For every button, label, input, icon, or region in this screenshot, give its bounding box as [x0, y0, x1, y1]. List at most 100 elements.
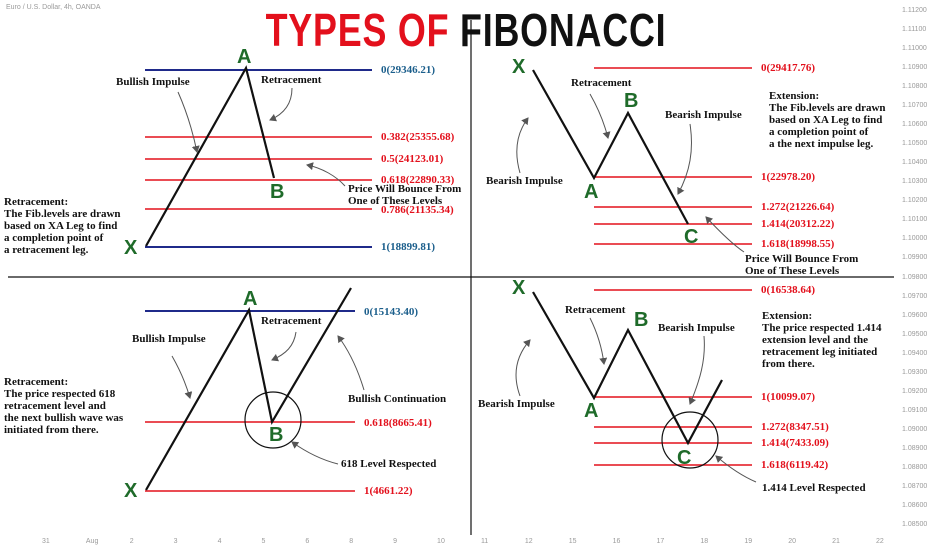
tl-arrow-retracement	[269, 87, 293, 122]
tr-label-impulse-left: Bearish Impulse	[486, 175, 563, 187]
tl-level-label-0618: 0.618(22890.33)	[381, 174, 455, 186]
br-arrow-impulse-right	[688, 335, 705, 405]
tr-point-x: X	[512, 56, 526, 78]
time-tick: 12	[524, 538, 533, 545]
bl-highlight-circle	[244, 391, 302, 449]
bl-point-a: A	[243, 288, 258, 310]
br-arrow-impulse-left	[515, 339, 531, 397]
tr-label-bounce: Price Will Bounce From One of These Leve…	[745, 253, 859, 277]
tr-level-label-1272: 1.272(21226.64)	[761, 201, 835, 213]
bl-label-respected: 618 Level Respected	[341, 458, 437, 470]
price-tick: 1.10800	[902, 83, 928, 91]
bl-label-continuation: Bullish Continuation	[348, 393, 447, 405]
price-tick: 1.09100	[902, 406, 928, 414]
br-level-label-1: 1(10099.07)	[761, 391, 816, 403]
tr-arrow-impulse-down	[677, 123, 692, 195]
br-label-impulse-left: Bearish Impulse	[478, 398, 555, 410]
br-label-respected: 1.414 Level Respected	[762, 482, 866, 494]
price-tick: 1.09000	[902, 425, 928, 433]
title-part2: FIBONACCI	[460, 4, 667, 56]
symbol-label: Euro / U.S. Dollar, 4h, OANDA	[6, 4, 101, 11]
price-tick: 1.09900	[902, 254, 928, 262]
tl-arrow-impulse	[177, 91, 200, 153]
time-tick: 8	[349, 538, 354, 545]
time-tick: 11	[480, 538, 489, 545]
price-tick: 1.09200	[902, 387, 928, 395]
time-tick: 16	[612, 538, 621, 545]
time-tick: 6	[305, 538, 310, 545]
tl-level-label-0382: 0.382(25355.68)	[381, 131, 455, 143]
time-tick: 19	[744, 538, 753, 545]
time-tick: 17	[656, 538, 665, 545]
price-tick: 1.09500	[902, 330, 928, 338]
tl-point-x: X	[124, 237, 138, 259]
price-tick: 1.08600	[902, 501, 928, 509]
tl-level-label-1: 1(18899.81)	[381, 241, 436, 253]
tl-label-bounce: Price Will Bounce From One of These Leve…	[348, 183, 462, 207]
br-level-label-0: 0(16538.64)	[761, 284, 816, 296]
tl-label-impulse: Bullish Impulse	[116, 76, 190, 88]
br-arrow-retracement	[589, 317, 608, 365]
br-point-a: A	[584, 400, 599, 422]
bl-level-label-0: 0(15143.40)	[364, 306, 419, 318]
tr-label-retracement: Retracement	[571, 77, 632, 89]
tr-arrow-impulse-left	[516, 117, 529, 174]
price-tick: 1.09600	[902, 311, 928, 319]
bl-arrow-retracement	[271, 331, 297, 362]
tl-level-label-0: 0(29346.21)	[381, 64, 436, 76]
time-tick: 15	[568, 538, 577, 545]
tl-arrow-bounce	[306, 162, 346, 187]
price-tick: 1.09300	[902, 368, 928, 376]
tr-arrow-retracement	[589, 93, 611, 139]
bl-point-x: X	[124, 480, 138, 502]
price-tick: 1.09700	[902, 292, 928, 300]
br-point-b: B	[634, 309, 649, 331]
tr-label-impulse-down: Bearish Impulse	[665, 109, 742, 121]
br-arrow-respected	[715, 455, 757, 483]
br-point-x: X	[512, 277, 526, 299]
price-tick: 1.10700	[902, 102, 928, 110]
tl-point-b: B	[270, 181, 285, 203]
tr-point-a: A	[584, 181, 599, 203]
time-tick: 5	[261, 538, 266, 545]
time-tick: 22	[876, 538, 884, 545]
price-tick: 1.10200	[902, 197, 928, 205]
price-tick: 1.08700	[902, 482, 928, 490]
bl-level-label-0618: 0.618(8665.41)	[364, 417, 432, 429]
time-tick: 9	[393, 538, 398, 545]
time-tick: 31	[42, 538, 50, 545]
price-tick: 1.08800	[902, 463, 928, 471]
time-tick: 20	[788, 538, 796, 545]
tl-level-label-05: 0.5(24123.01)	[381, 153, 444, 165]
price-tick: 1.09400	[902, 349, 928, 357]
br-price-path	[532, 291, 723, 446]
price-tick: 1.10900	[902, 64, 928, 72]
br-label-impulse-right: Bearish Impulse	[658, 322, 735, 334]
page-title: TYPES OF FIBONACCI	[103, 0, 830, 60]
tl-price-path	[145, 65, 276, 247]
time-tick: 4	[217, 538, 222, 545]
price-tick: 1.10400	[902, 159, 928, 167]
time-tick: 18	[700, 538, 709, 545]
br-point-c: C	[677, 447, 692, 469]
bl-label-impulse: Bullish Impulse	[132, 333, 206, 345]
tr-level-label-1414: 1.414(20312.22)	[761, 218, 835, 230]
tr-level-label-1: 1(22978.20)	[761, 171, 816, 183]
time-tick: 2	[129, 538, 134, 545]
price-tick: 1.11100	[902, 26, 927, 34]
br-description: Extension: The price respected 1.414 ext…	[762, 310, 882, 370]
br-highlight-circle	[661, 411, 719, 469]
tr-point-b: B	[624, 90, 639, 112]
br-level-label-1272: 1.272(8347.51)	[761, 421, 829, 433]
tl-description: Retracement: The Fib.levels are drawn ba…	[4, 196, 121, 256]
title-part1: TYPES OF	[265, 4, 450, 56]
tr-description: Extension: The Fib.levels are drawn base…	[769, 90, 886, 150]
bl-arrow-respected	[291, 441, 339, 465]
price-tick: 1.08500	[902, 521, 928, 528]
tr-level-label-0: 0(29417.76)	[761, 62, 816, 74]
time-tick: 10	[437, 538, 445, 545]
bl-label-retracement: Retracement	[261, 315, 322, 327]
tr-level-label-1618: 1.618(18998.55)	[761, 238, 835, 250]
tl-point-a: A	[237, 46, 252, 68]
tr-point-c: C	[684, 226, 699, 248]
